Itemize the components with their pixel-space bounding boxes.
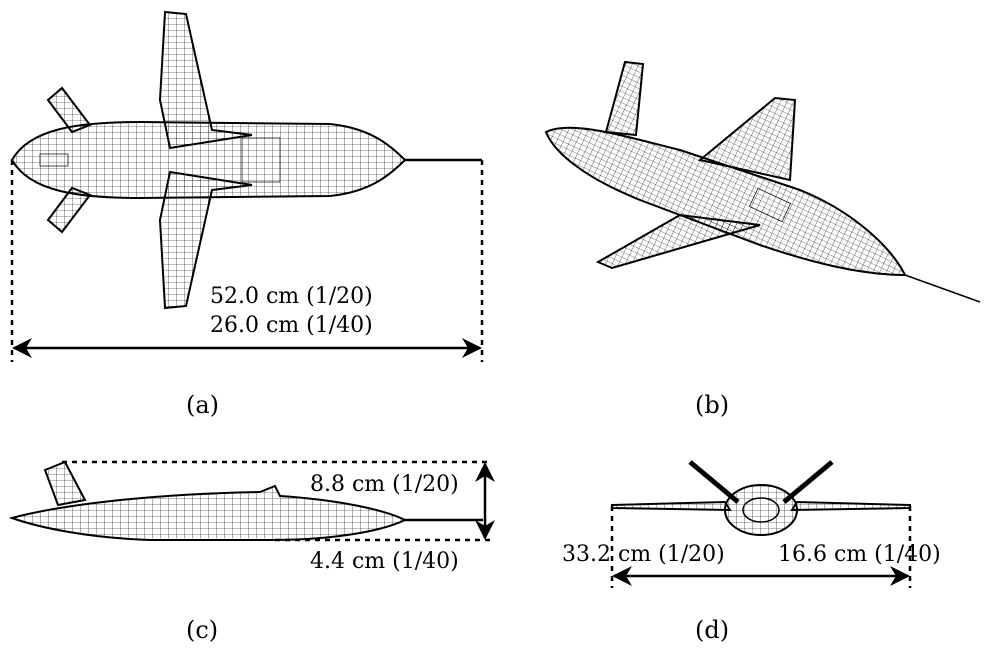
panel-d-span-label-1-40: 16.6 cm (1/40)	[778, 542, 941, 567]
panel-a-cockpit	[39, 153, 69, 167]
panel-a-intake	[241, 137, 281, 183]
panel-d-span-label-1-20: 33.2 cm (1/20)	[562, 542, 725, 567]
panel-d-wing-right	[790, 500, 911, 512]
panel-b-isometric-view: (b)	[544, 60, 981, 419]
panel-d-wing-left	[611, 500, 732, 512]
panel-c-canard	[43, 460, 87, 507]
panel-b-canard	[604, 60, 645, 137]
panel-d-fuselage	[724, 484, 798, 536]
panel-d-canard-right	[782, 460, 834, 504]
panel-d-canard-left	[688, 460, 740, 504]
panel-c-height-label-1-20: 8.8 cm (1/20)	[310, 472, 459, 497]
panel-a-top-view: 52.0 cm (1/20) 26.0 cm (1/40) (a)	[10, 10, 484, 419]
panel-c-caption: (c)	[186, 616, 218, 644]
panel-a-caption: (a)	[186, 391, 219, 419]
panel-a-length-label-1-20: 52.0 cm (1/20)	[210, 284, 373, 309]
panel-d-intake	[742, 497, 780, 523]
panel-b-fuselage	[544, 126, 907, 277]
panel-b-wing-upper	[697, 96, 797, 182]
panel-c-height-label-1-40: 4.4 cm (1/40)	[310, 549, 459, 574]
panel-c-fuselage	[8, 484, 408, 541]
panel-b-intake	[748, 187, 792, 223]
panel-a-length-label-1-40: 26.0 cm (1/40)	[210, 313, 373, 338]
panel-b-caption: (b)	[695, 391, 729, 419]
panel-d-caption: (d)	[695, 616, 729, 644]
panel-c-side-view: 8.8 cm (1/20) 4.4 cm (1/40) (c)	[8, 460, 495, 644]
panel-b-nose-probe	[904, 274, 981, 303]
panel-d-front-view: 33.2 cm (1/20) 16.6 cm (1/40) (d)	[562, 460, 941, 644]
panel-a-fuselage	[10, 120, 407, 200]
